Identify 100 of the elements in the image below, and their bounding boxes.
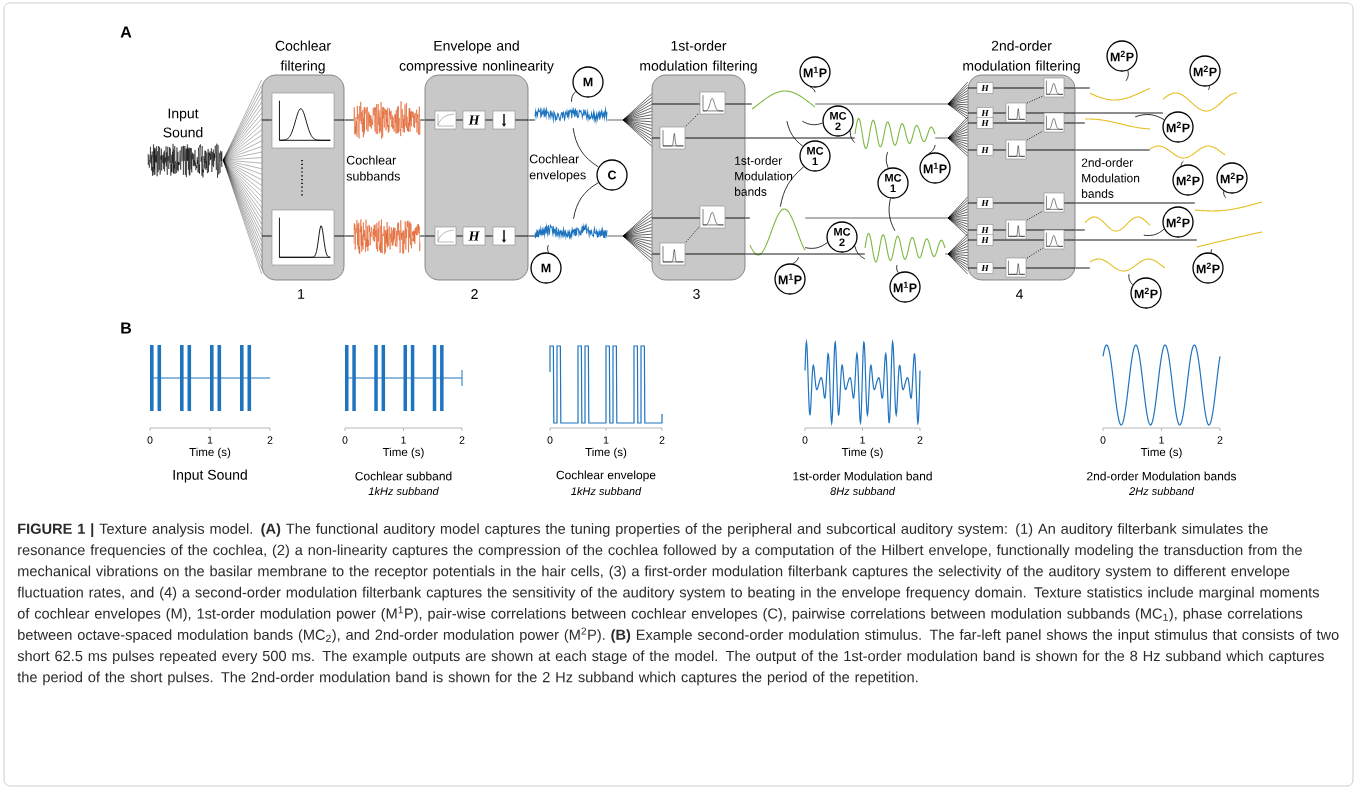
fan-connector — [814, 81, 968, 120]
modulation-band-drawing — [749, 208, 806, 256]
hilbert-block: H — [976, 117, 994, 129]
leader-line — [1128, 273, 1134, 286]
tick-label: 1 — [860, 436, 865, 444]
leader-line — [1223, 190, 1227, 199]
modulation-band-drawing — [1149, 145, 1226, 159]
tick-label: 2 — [459, 436, 465, 444]
stage-number: 2 — [471, 289, 478, 299]
hilbert-block: H — [462, 226, 486, 246]
stage-number: 3 — [693, 289, 700, 299]
box-heading: 2nd-order modulation filtering — [963, 40, 1080, 74]
tick-label: 1 — [1159, 436, 1164, 444]
leader-line — [1180, 160, 1184, 167]
envelope-waveform-drawing — [534, 225, 608, 239]
fan-connector — [944, 233, 968, 275]
signal-label: 1st-order Modulation bands — [735, 156, 793, 196]
leader-line — [1210, 248, 1213, 254]
modulation-band-drawing — [1084, 118, 1151, 130]
tick-label: 0 — [547, 436, 553, 444]
fan-connector — [804, 196, 968, 237]
signal-label: Cochlear subbands — [346, 155, 400, 181]
fan-connector — [606, 209, 652, 263]
subband-waveform-drawing — [353, 219, 421, 255]
leader-line — [571, 91, 577, 103]
signal-line — [1074, 229, 1086, 231]
signal-line — [343, 119, 355, 121]
plot-subtitle: 2Hz subband — [1129, 486, 1195, 496]
signal-line — [1074, 149, 1151, 151]
plot-subtitle: 8Hz subband — [830, 486, 896, 496]
signal-line — [744, 137, 856, 139]
leader-line — [885, 151, 889, 169]
signal-line — [1074, 202, 1196, 204]
signal-line — [744, 253, 866, 255]
plot-title: 2nd-order Modulation bands — [1087, 471, 1237, 481]
signal-line — [419, 119, 426, 121]
plot-title: Input Sound — [173, 469, 247, 483]
hilbert-block: H — [976, 197, 994, 209]
hilbert-block: H — [462, 110, 486, 130]
leader-line — [849, 130, 856, 144]
signal-line — [744, 217, 751, 219]
fan-connector — [606, 93, 652, 147]
signal-line — [343, 235, 355, 237]
signal-line — [1074, 112, 1164, 114]
leader-line — [802, 120, 823, 126]
fan-connector — [934, 116, 968, 157]
leader-line — [888, 198, 896, 232]
leader-line — [804, 242, 828, 249]
panel-letter: B — [121, 322, 132, 334]
box-heading: Cochlear filtering — [275, 40, 331, 74]
leader-line — [1207, 85, 1210, 91]
leader-line — [573, 182, 599, 220]
tick-label: 0 — [1100, 436, 1106, 444]
signal-line — [527, 235, 536, 237]
plot-subtitle: 1kHz subband — [571, 486, 642, 496]
leader-line — [809, 86, 816, 93]
axis-label: Time (s) — [841, 447, 883, 459]
modulation-band-drawing — [1194, 201, 1263, 212]
modulation-band-drawing — [1162, 92, 1238, 112]
leader-line — [928, 144, 936, 155]
hilbert-block: H — [976, 234, 994, 246]
modulation-band-drawing — [1084, 216, 1151, 232]
tick-label: 0 — [342, 436, 348, 444]
modulation-band-drawing — [1089, 258, 1166, 272]
hilbert-block: H — [976, 82, 994, 94]
signal-line — [1074, 267, 1091, 269]
modulation-band-drawing — [1089, 87, 1151, 101]
leader-line — [896, 264, 899, 274]
stage-number: 1 — [298, 289, 305, 299]
hilbert-block: H — [976, 144, 994, 156]
plot-subtitle: 1kHz subband — [368, 486, 439, 496]
box-heading: 1st-order modulation filtering — [640, 40, 757, 74]
tick-label: 2 — [659, 436, 665, 444]
leader-line — [547, 244, 550, 253]
node-heading: Input Sound — [163, 108, 203, 138]
axis-label: Time (s) — [382, 447, 424, 459]
signal-line — [419, 235, 426, 237]
signal-line — [1074, 239, 1198, 241]
figure-caption: FIGURE 1 | Texture analysis model. (A) The functional auditory model captures the tuning properties of the peripheral and subcortical auditory system: (1) An auditory filterbank simulates the resonance frequencies of the cochlea, (2) a non-linearity captures the compression of the cochlea followed by a computation of the Hilbert envelope, functionally modeling the transduction from the mechanical vibrations on the basilar membrane to the receptor potentials in the hair cells, (3) a first-order modulation filterbank captures the selectivity of the auditory system to different envelope fluctuation rates, and (4) a second-order modulation filterbank captures the sensitivity of the auditory system to beating in the envelope frequency domain. Texture statistics include marginal moments of cochlear envelopes (M), 1st-order modulation power (M$^{1}$P), pair-wise correlations between cochlear envelopes (C), pairwise correlations between modulation subbands (MC$_{1}$), phase correlations between octave-spaced modulation bands (MC$_{2}$), and 2nd-order modulation power (M$^{2}$P). (B) Example second-order modulation stimulus. The far-left panel shows the input stimulus that consists of two short 62.5 ms pulses repeated every 500 ms. The example outputs are shown at each stage of the model. The output of the 1st-order modulation band is shown for the 8 Hz subband which captures the period of the short pulses. The 2nd-order modulation band is shown for the 2 Hz subband which captures the period of the repetition. — [17, 523, 1339, 686]
signal-label: 2nd-order Modulation bands — [1081, 158, 1140, 198]
fan-connector — [223, 79, 262, 275]
modulation-band-drawing — [751, 90, 816, 110]
tick-label: 2 — [917, 436, 923, 444]
leader-line — [1125, 70, 1129, 82]
signal-line — [1074, 87, 1091, 89]
tick-label: 0 — [802, 436, 808, 444]
axis-label: Time (s) — [1140, 447, 1182, 459]
plot-title: Cochlear envelope — [556, 470, 656, 482]
hilbert-block: H — [976, 262, 994, 274]
leader-line — [1134, 114, 1165, 121]
signal-line — [744, 103, 753, 105]
modulation-band-drawing — [1196, 231, 1263, 248]
stage-number: 4 — [1015, 289, 1023, 299]
plot-title: 1st-order Modulation band — [793, 471, 932, 481]
axis-label: Time (s) — [585, 447, 627, 459]
tick-label: 1 — [603, 436, 609, 444]
panel-letter: A — [120, 26, 132, 38]
box-heading: Envelope and compressive nonlinearity — [399, 40, 554, 74]
subband-waveform-drawing — [353, 101, 421, 140]
leader-line — [786, 120, 804, 147]
